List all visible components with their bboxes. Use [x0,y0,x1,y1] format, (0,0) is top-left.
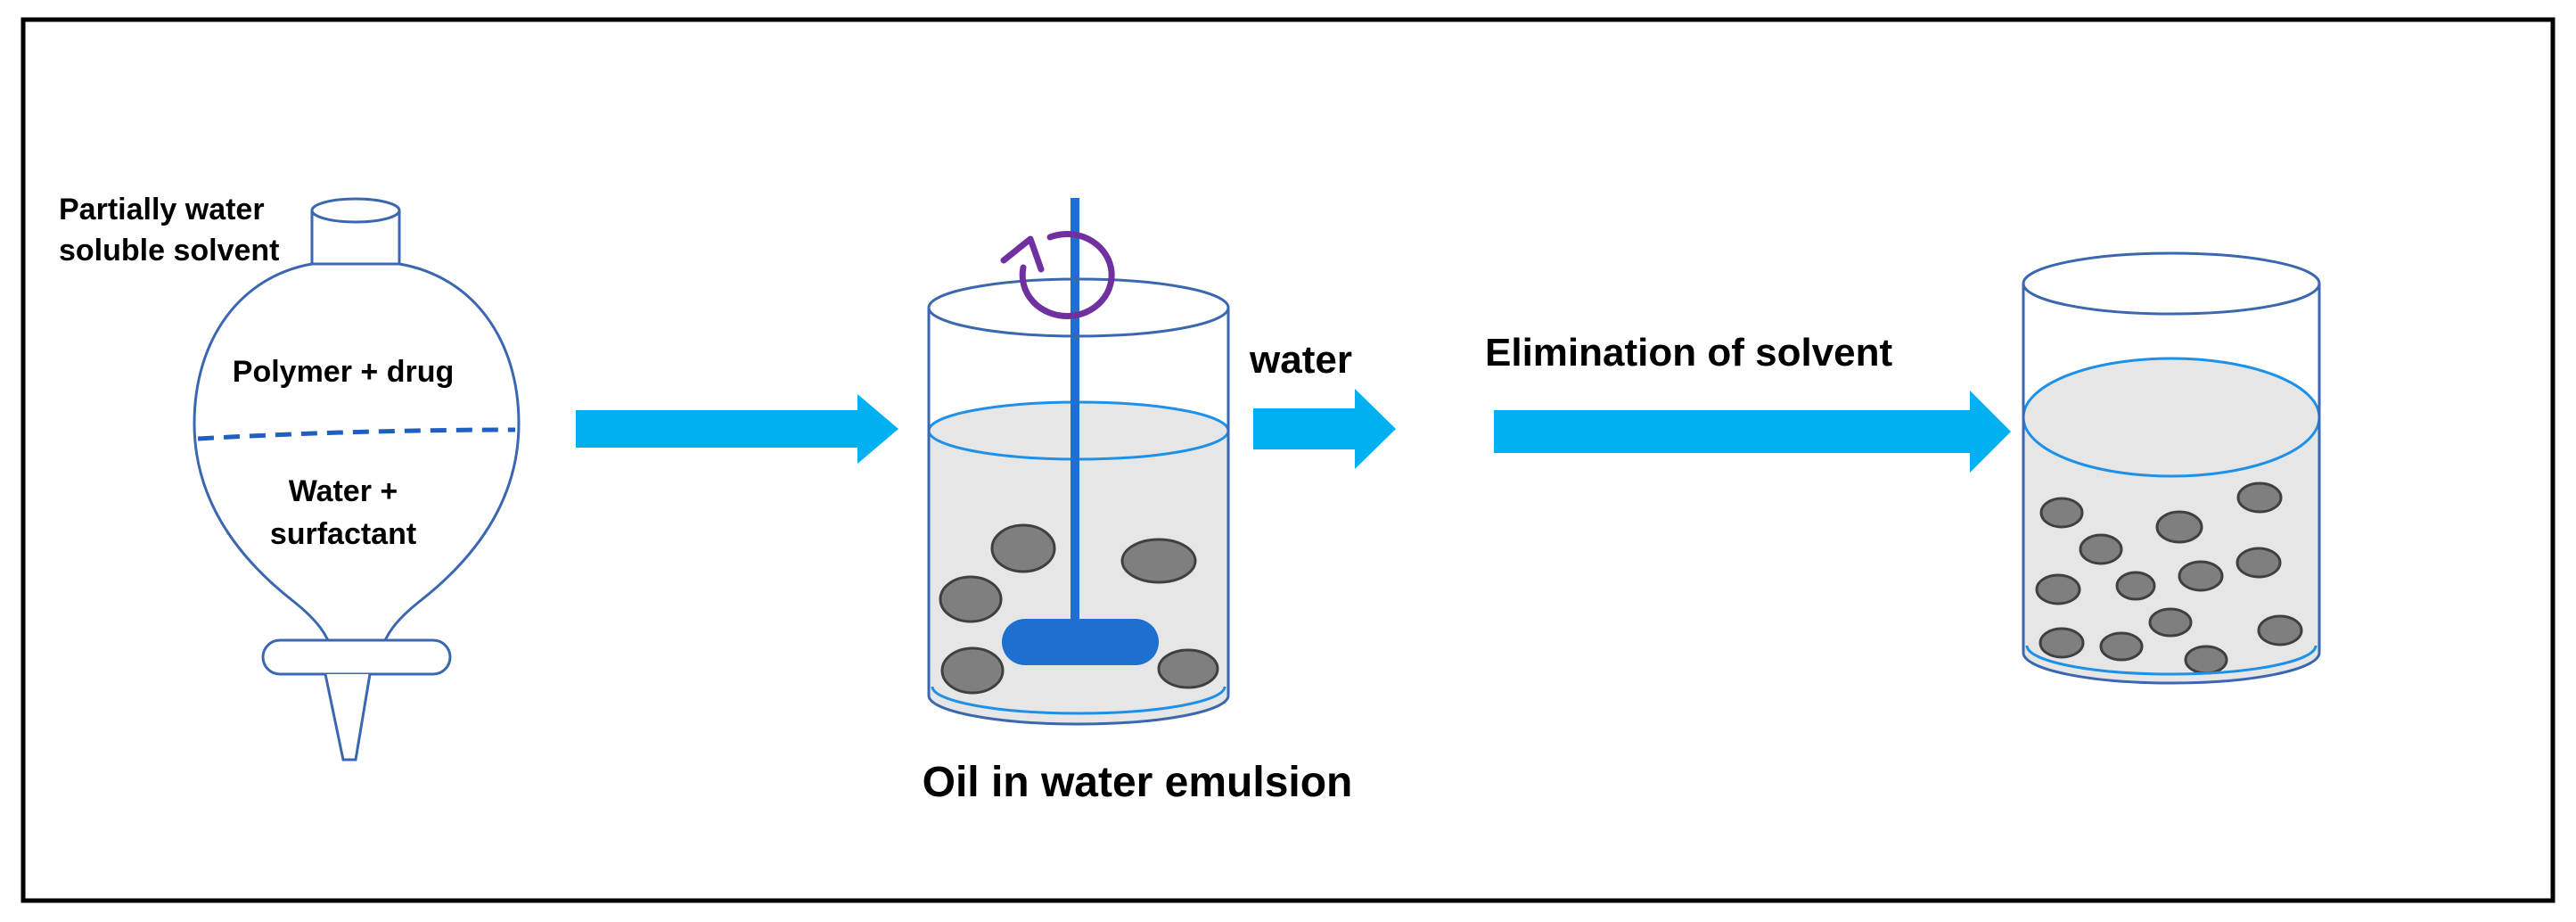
elimination-arrow [1494,391,2011,473]
process-arrow-1 [576,394,898,464]
nanoparticle [2039,627,2085,659]
nanoparticle [2035,573,2081,605]
emulsion-droplet [940,646,1005,695]
nanoparticle [2099,631,2144,662]
nanoparticle [2236,547,2282,579]
emulsion-droplet [990,523,1056,573]
emulsion-droplet [1157,648,1219,689]
lower-phase-label-line1: Water + [289,474,398,508]
emulsion-beaker [927,198,1230,726]
solvent-label-line2: soluble solvent [59,234,280,268]
elimination-label: Elimination of solvent [1485,331,1892,375]
funnel-neck-top [310,197,401,224]
emulsion-beaker-wall [927,308,1230,696]
final-beaker-wall [2022,284,2321,653]
nanoparticle [2115,571,2156,601]
emulsion-beaker-base [927,695,1230,726]
emulsion-beaker-base-inner [931,686,1226,715]
water-label: water [1249,338,1352,382]
final-beaker [2022,251,2321,685]
nanoparticle [2148,607,2193,638]
stirrer-paddle [1002,619,1159,665]
separatory-funnel [193,197,521,761]
nanoparticle [2155,510,2203,544]
upper-phase-label: Polymer + drug [233,355,454,389]
nanoparticle [2236,482,2283,514]
rotation-arrowhead [1000,235,1045,273]
nanoparticle [2079,533,2123,565]
lower-phase-label-line2: surfactant [270,517,416,551]
funnel-neck [310,210,401,264]
final-liquid-surface [2022,357,2321,478]
emulsion-droplet [939,575,1003,623]
final-beaker-base [2022,652,2321,685]
emulsion-droplet [1120,538,1197,584]
nanoparticle [2039,497,2084,529]
solvent-label-line1: Partially water [59,193,265,226]
rotation-arrow [1019,231,1115,319]
emulsion-caption: Oil in water emulsion [923,759,1353,806]
water-arrow [1253,389,1396,469]
stirrer-shaft [1071,198,1079,626]
nanoparticle [2184,645,2228,675]
nanoparticle [2178,560,2224,592]
nanoparticle [2257,614,2303,646]
phase-boundary [197,427,516,441]
funnel-tip [324,673,372,761]
funnel-stopcock [261,638,452,676]
final-beaker-base-inner [2025,645,2318,676]
